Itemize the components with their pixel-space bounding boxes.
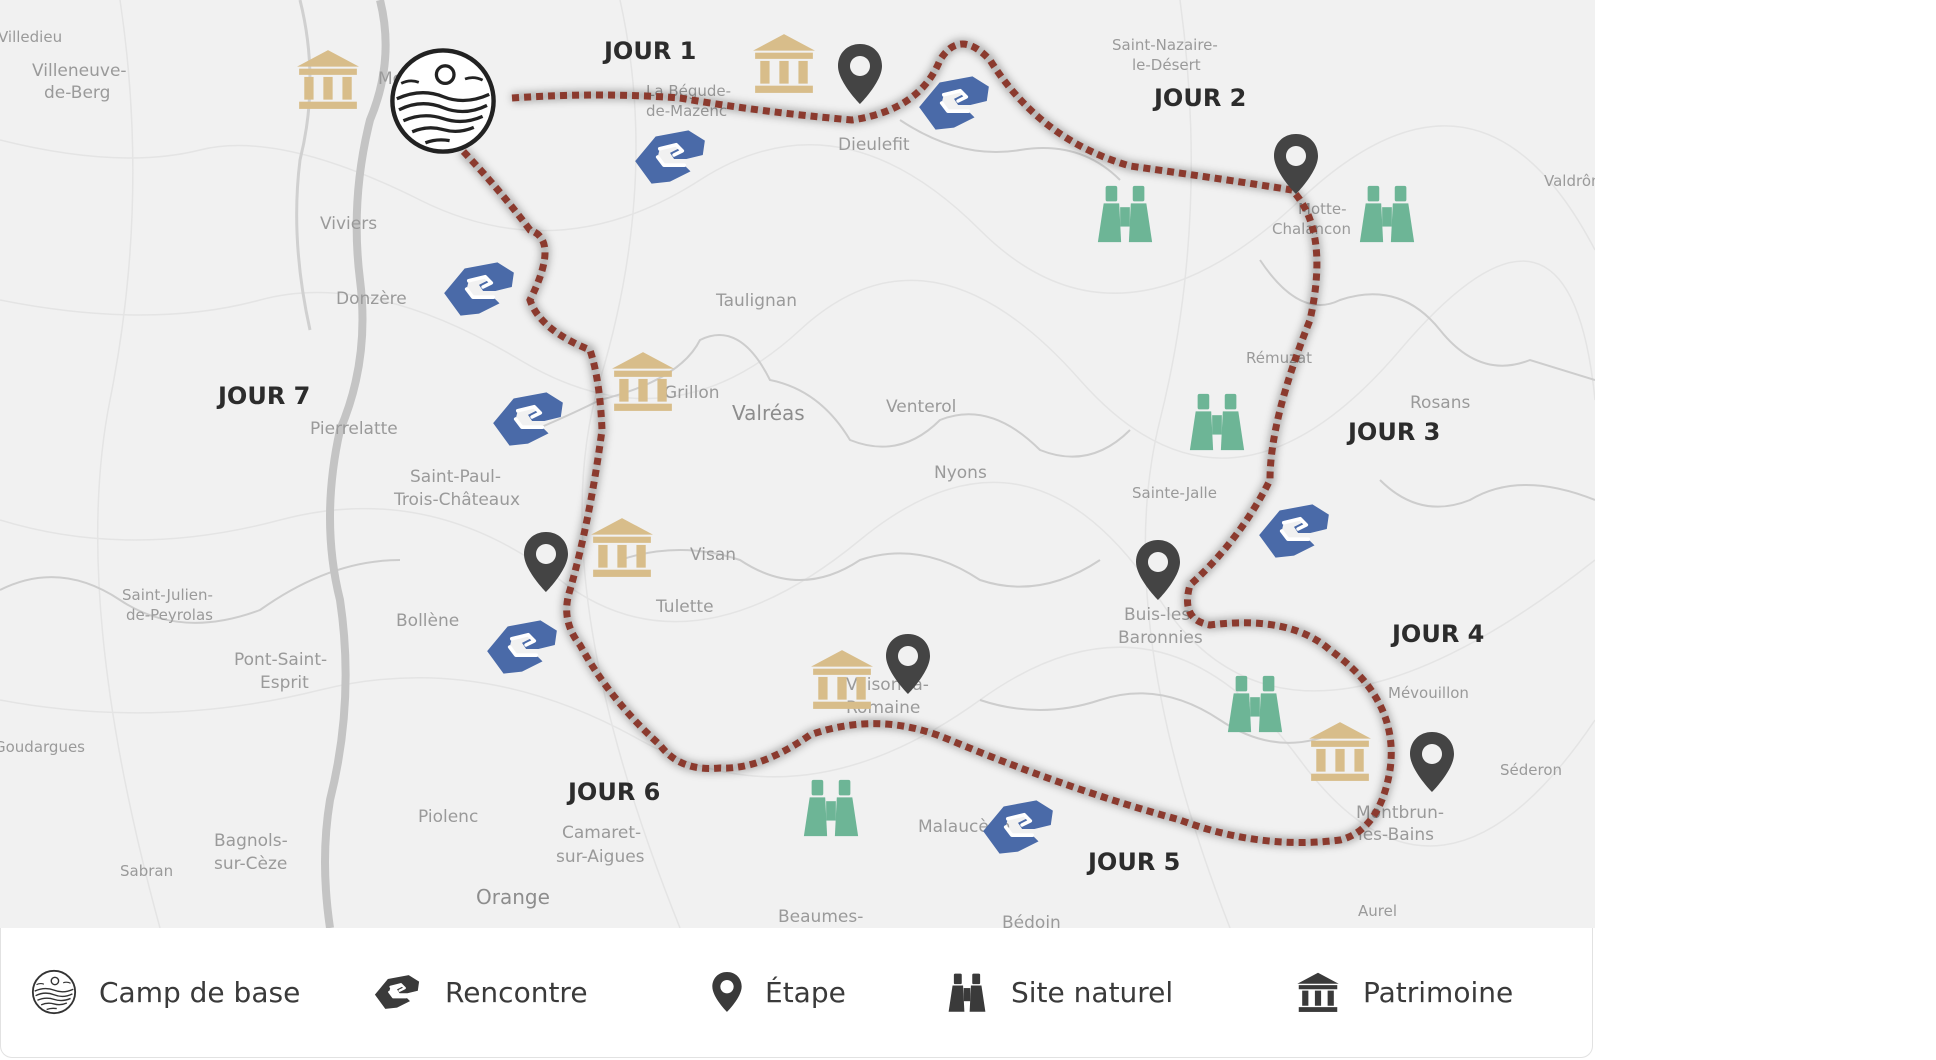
svg-text:Pont-Saint-: Pont-Saint-	[234, 650, 327, 670]
svg-text:Visan: Visan	[690, 545, 736, 565]
svg-text:Camaret-: Camaret-	[562, 823, 641, 843]
route	[459, 40, 1395, 846]
svg-text:Dieulefit: Dieulefit	[838, 135, 910, 155]
camp-icon[interactable]	[392, 50, 493, 151]
map-background	[0, 0, 1595, 928]
svg-text:Sabran: Sabran	[120, 862, 173, 880]
camp-de-base-marker[interactable]	[392, 50, 493, 151]
svg-text:Sainte-Jalle: Sainte-Jalle	[1132, 484, 1217, 502]
svg-text:les-Bains: les-Bains	[1358, 825, 1434, 845]
svg-text:Rosans: Rosans	[1410, 393, 1470, 413]
svg-text:Tulette: Tulette	[655, 597, 714, 617]
handshake-icon	[371, 971, 423, 1013]
river-rhone	[321, 0, 390, 928]
legend-label-camp: Camp de base	[99, 975, 301, 1009]
legend-label-patrimoine: Patrimoine	[1363, 975, 1514, 1009]
svg-text:Beaumes-: Beaumes-	[778, 907, 863, 927]
map: Villedieu Villeneuve- de-Berg La Bégude-…	[0, 0, 1595, 928]
svg-text:Viviers: Viviers	[320, 214, 377, 234]
svg-text:Donzère: Donzère	[336, 289, 407, 309]
svg-text:Bollène: Bollène	[396, 611, 459, 631]
pin-icon	[711, 970, 743, 1014]
svg-text:Bagnols-: Bagnols-	[214, 831, 288, 851]
svg-text:Buis-les-: Buis-les-	[1124, 605, 1196, 625]
svg-text:Orange: Orange	[476, 885, 550, 909]
day-label-4: JOUR 4	[1390, 620, 1484, 648]
legend: Camp de base Rencontre Étape Site nature…	[0, 928, 1593, 1058]
day-label-5: JOUR 5	[1086, 848, 1180, 876]
legend-label-rencontre: Rencontre	[445, 975, 588, 1009]
day-label-7: JOUR 7	[216, 382, 310, 410]
svg-text:Valréas: Valréas	[732, 401, 805, 425]
svg-text:Villeneuve-: Villeneuve-	[32, 61, 127, 81]
legend-label-site-naturel: Site naturel	[1011, 975, 1174, 1009]
svg-text:Baronnies: Baronnies	[1118, 628, 1203, 648]
day-label-1: JOUR 1	[602, 37, 696, 65]
svg-text:Saint-Nazaire-: Saint-Nazaire-	[1112, 36, 1218, 54]
svg-text:Saint-Paul-: Saint-Paul-	[410, 467, 501, 487]
svg-text:Saint-Julien-: Saint-Julien-	[122, 586, 213, 604]
svg-text:Piolenc: Piolenc	[418, 807, 478, 827]
svg-text:Grillon: Grillon	[664, 383, 720, 403]
svg-text:le-Désert: le-Désert	[1132, 56, 1201, 74]
day-label-6: JOUR 6	[566, 778, 660, 806]
svg-text:de-Berg: de-Berg	[44, 83, 110, 103]
svg-text:Taulignan: Taulignan	[715, 291, 797, 311]
svg-text:Valdrôme: Valdrôme	[1544, 172, 1595, 190]
legend-item-rencontre: Rencontre	[371, 964, 588, 1020]
legend-item-etape: Étape	[711, 964, 846, 1020]
binoculars-icon	[945, 971, 989, 1013]
legend-item-site-naturel: Site naturel	[945, 964, 1173, 1020]
temple-icon	[1295, 970, 1341, 1014]
svg-text:Villedieu: Villedieu	[0, 28, 62, 46]
legend-label-etape: Étape	[765, 975, 846, 1009]
svg-text:Esprit: Esprit	[260, 673, 309, 693]
day-label-2: JOUR 2	[1152, 84, 1246, 112]
svg-text:Mévouillon: Mévouillon	[1388, 684, 1469, 702]
svg-text:Goudargues: Goudargues	[0, 738, 85, 756]
svg-text:Séderon: Séderon	[1500, 761, 1562, 779]
legend-item-patrimoine: Patrimoine	[1295, 964, 1513, 1020]
day-labels: JOUR 1 JOUR 2 JOUR 3 JOUR 4 JOUR 5 JOUR …	[216, 37, 1484, 876]
svg-text:sur-Cèze: sur-Cèze	[214, 854, 287, 874]
svg-text:Bédoin: Bédoin	[1002, 913, 1061, 928]
camp-icon	[31, 969, 77, 1015]
svg-text:Pierrelatte: Pierrelatte	[310, 419, 398, 439]
day-label-3: JOUR 3	[1346, 418, 1440, 446]
svg-text:Nyons: Nyons	[934, 463, 987, 483]
river-secondary	[295, 0, 312, 331]
svg-text:Trois-Châteaux: Trois-Châteaux	[393, 490, 520, 510]
svg-text:sur-Aigues: sur-Aigues	[556, 847, 645, 867]
legend-item-camp: Camp de base	[31, 964, 300, 1020]
svg-text:Venterol: Venterol	[886, 397, 956, 417]
svg-text:de-Peyrolas: de-Peyrolas	[126, 606, 213, 624]
svg-text:Aurel: Aurel	[1358, 902, 1397, 920]
borders	[0, 119, 1595, 744]
